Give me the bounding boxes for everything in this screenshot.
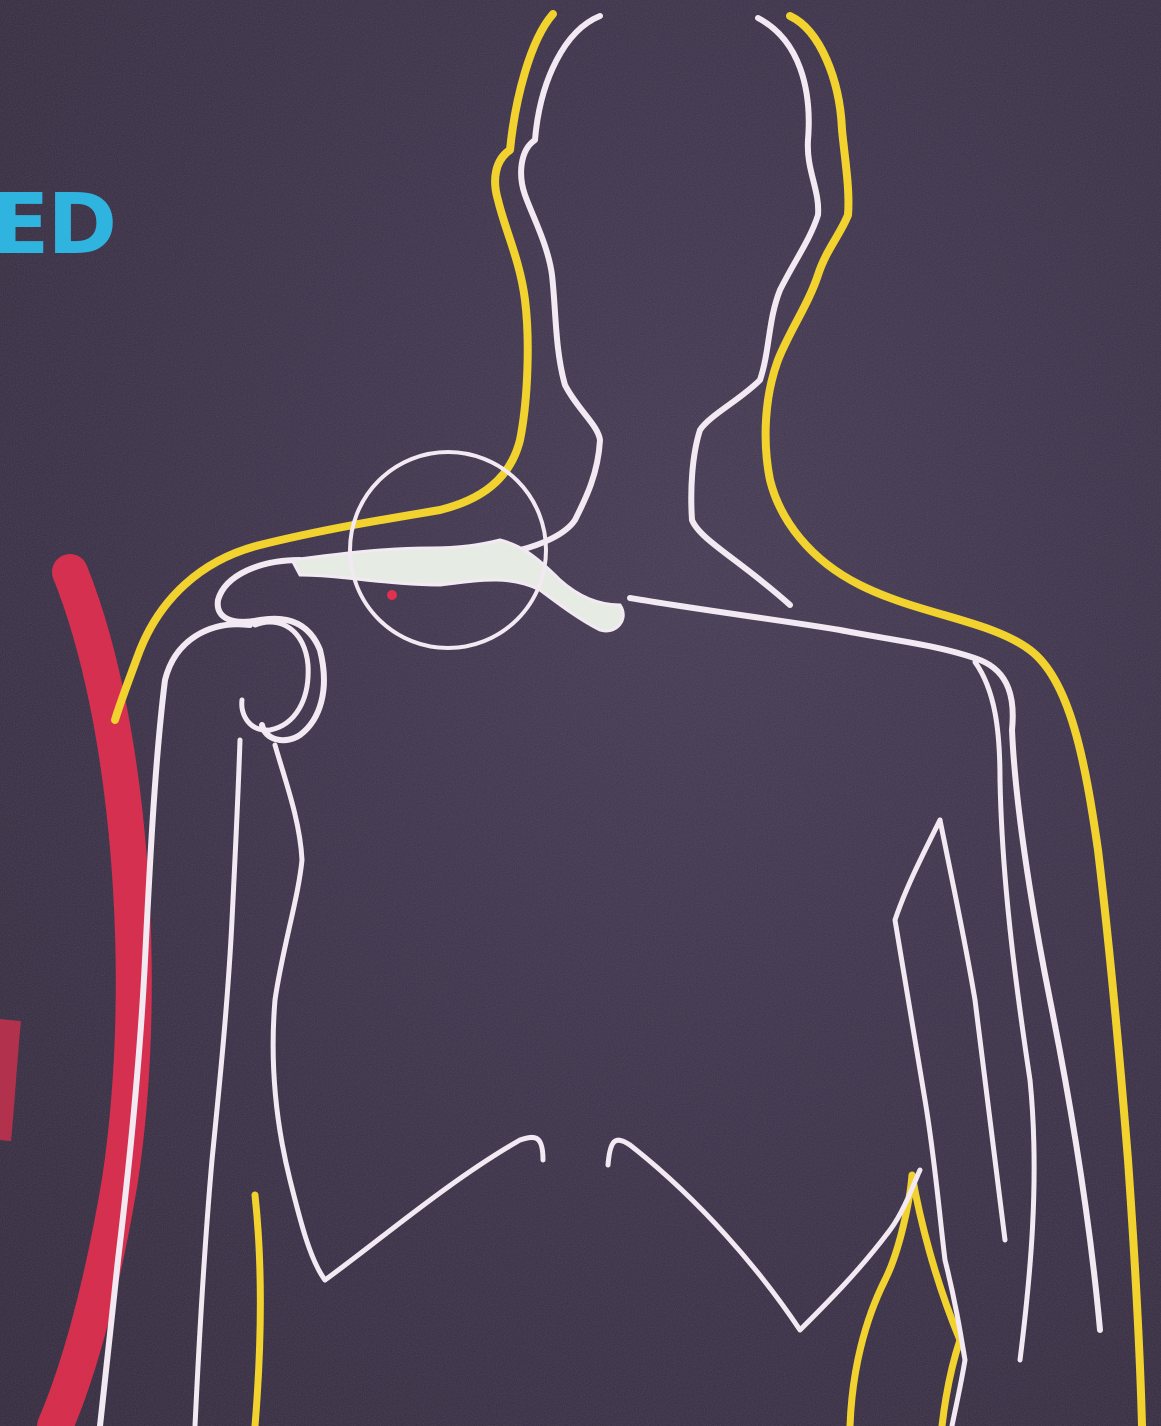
rib-line-left <box>325 1137 543 1280</box>
white-head-outline <box>520 16 600 550</box>
white-torso-right <box>975 662 1034 1360</box>
fracture-mark <box>387 590 397 600</box>
white-arm-left-inner <box>195 740 240 1426</box>
red-arc-lower <box>0 1020 10 1140</box>
yellow-outline-left <box>115 14 553 720</box>
yellow-forearm-left <box>255 1195 260 1426</box>
caption-fragment: ED <box>0 182 115 266</box>
white-torso-left <box>273 745 325 1280</box>
collarbone-bone <box>292 540 623 631</box>
caption-fragment-text: ED <box>0 175 115 273</box>
white-shoulder-left <box>218 560 324 740</box>
white-inner-arm-right-2 <box>940 820 1005 1240</box>
white-humerus-head <box>242 622 308 730</box>
yellow-hip-right <box>850 1175 960 1426</box>
white-shoulder-right <box>630 598 1100 1330</box>
